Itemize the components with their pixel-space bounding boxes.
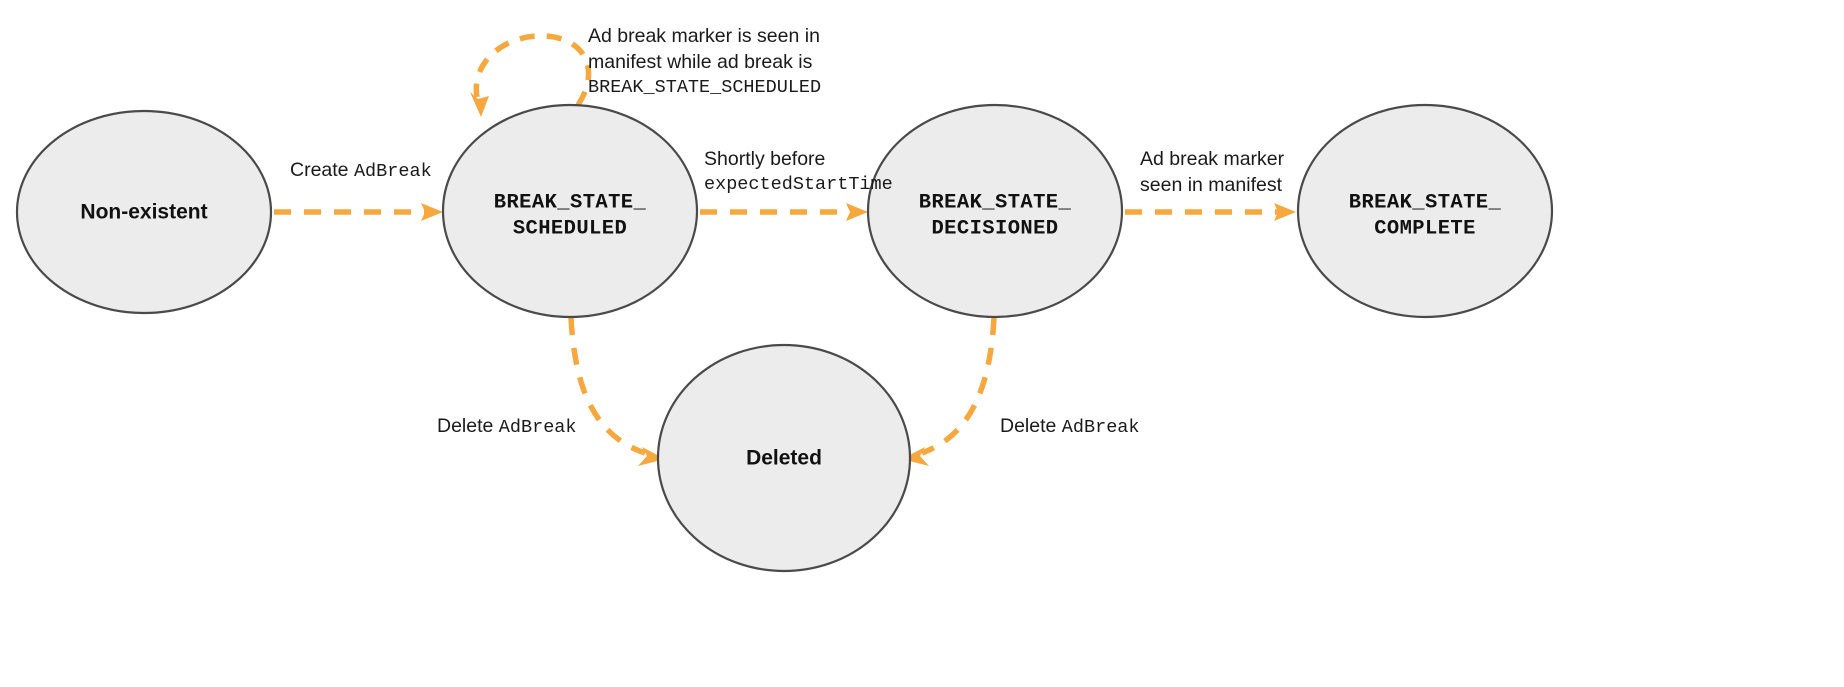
node-break-state-decisioned-shape[interactable] (866, 103, 1124, 319)
edge-label-shortly-before-line2: expectedStartTime (704, 174, 893, 195)
node-break-state-decisioned-label-line1: BREAK_STATE_ (919, 191, 1072, 214)
edge-shortly-before-arrowhead (846, 203, 868, 221)
edge-label-delete-decisioned-plain: Delete (1000, 415, 1062, 437)
edge-marker-seen-arrowhead (1274, 203, 1296, 221)
edge-label-marker-seen-line2: seen in manifest (1140, 174, 1282, 196)
node-deleted-label: Deleted (746, 447, 822, 470)
edge-label-create-adbreak: Create AdBreak (290, 157, 432, 185)
node-non-existent-shape[interactable] (15, 109, 273, 315)
edge-label-shortly-before-line1: Shortly before (704, 148, 826, 170)
edge-delete-from-scheduled-line (568, 317, 646, 456)
edge-label-scheduled-self-loop-line1: Ad break marker is seen in (588, 25, 820, 47)
node-break-state-decisioned[interactable]: BREAK_STATE_ DECISIONED (866, 103, 1124, 319)
edge-scheduled-self-loop (470, 33, 592, 117)
edge-label-create-adbreak-plain: Create (290, 159, 354, 181)
edge-label-delete-scheduled-mono: AdBreak (498, 417, 577, 438)
node-break-state-complete-label-line1: BREAK_STATE_ (1349, 191, 1502, 214)
edge-label-delete-scheduled-plain: Delete (437, 415, 499, 437)
node-deleted-shape[interactable] (656, 343, 912, 573)
edge-delete-from-scheduled-arrowhead (638, 447, 665, 466)
node-break-state-complete-shape[interactable] (1296, 103, 1554, 319)
node-break-state-decisioned-label-line2: DECISIONED (931, 217, 1058, 240)
edge-label-delete-adbreak-from-decisioned: Delete AdBreak (1000, 413, 1140, 441)
edge-scheduled-self-loop-arrowhead (470, 92, 489, 117)
edge-delete-adbreak-from-scheduled (568, 317, 665, 466)
node-break-state-scheduled-label-line1: BREAK_STATE_ (494, 191, 647, 214)
node-non-existent[interactable]: Non-existent (15, 109, 273, 315)
node-break-state-scheduled[interactable]: BREAK_STATE_ SCHEDULED (441, 103, 699, 319)
node-break-state-scheduled-shape[interactable] (441, 103, 699, 319)
edge-scheduled-self-loop-line (473, 33, 592, 107)
edge-label-delete-adbreak-from-scheduled: Delete AdBreak (437, 413, 577, 441)
node-break-state-scheduled-label-line2: SCHEDULED (513, 217, 627, 240)
edge-label-create-adbreak-mono: AdBreak (353, 161, 432, 182)
node-break-state-complete-label-line2: COMPLETE (1374, 217, 1476, 240)
edge-shortly-before-expected-start-time (700, 203, 868, 221)
edge-ad-break-marker-seen-in-manifest (1125, 203, 1296, 221)
node-non-existent-label: Non-existent (80, 201, 207, 224)
edge-delete-from-decisioned-line (921, 317, 997, 456)
edge-label-scheduled-self-loop: Ad break marker is seen in manifest while… (588, 23, 821, 101)
edge-label-scheduled-self-loop-line3: BREAK_STATE_SCHEDULED (588, 77, 822, 98)
edge-label-delete-decisioned-mono: AdBreak (1061, 417, 1140, 438)
edge-label-marker-seen-line1: Ad break marker (1140, 148, 1285, 170)
edge-label-scheduled-self-loop-line2: manifest while ad break is (588, 51, 813, 73)
edge-label-shortly-before: Shortly before expectedStartTime (704, 146, 893, 198)
edge-label-marker-seen-in-manifest: Ad break marker seen in manifest (1140, 146, 1284, 198)
node-break-state-complete[interactable]: BREAK_STATE_ COMPLETE (1296, 103, 1554, 319)
edge-delete-from-decisioned-arrowhead (902, 447, 929, 466)
edge-create-adbreak (274, 203, 443, 221)
edge-delete-adbreak-from-decisioned (902, 317, 997, 466)
edge-create-adbreak-arrowhead (421, 203, 443, 221)
node-deleted[interactable]: Deleted (656, 343, 912, 573)
